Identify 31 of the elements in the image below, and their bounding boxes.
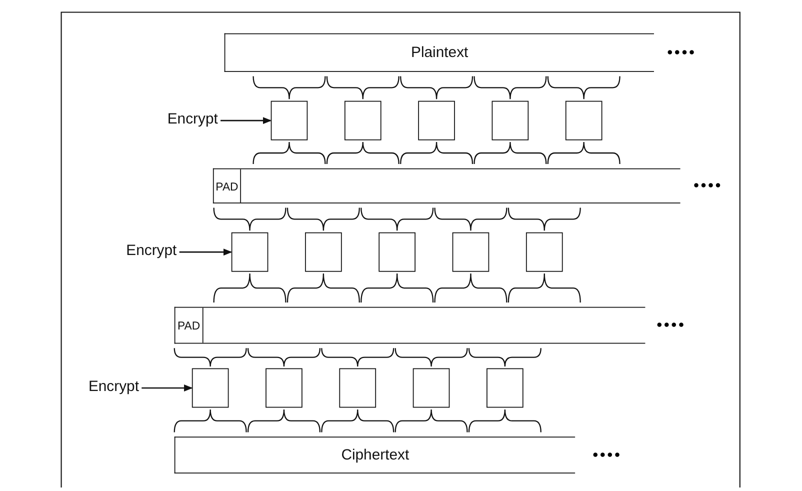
arrow (220, 117, 272, 124)
encryption-block (452, 232, 490, 272)
encryption-block (418, 100, 456, 140)
data-bar: Plaintext (224, 33, 654, 72)
encryption-block (266, 368, 303, 408)
encryption-block (271, 100, 308, 140)
continuation-dots: •••• (668, 43, 697, 62)
continuation-dots: •••• (593, 446, 622, 464)
data-bar (213, 168, 681, 204)
continuation-dots: •••• (694, 176, 723, 196)
pad-cell: PAD (214, 169, 242, 203)
encryption-block (492, 100, 529, 140)
encryption-block (340, 368, 376, 408)
encrypt-label: Encrypt (88, 378, 140, 396)
encryption-block (232, 232, 269, 272)
encrypt-label: Encrypt (168, 110, 218, 128)
encryption-block (413, 368, 450, 408)
arrow (142, 384, 194, 392)
data-bar: Ciphertext (174, 436, 576, 474)
pad-cell: PAD (176, 308, 204, 343)
encryption-block (379, 232, 416, 272)
encryption-block (344, 100, 382, 140)
continuation-dots: •••• (657, 316, 686, 334)
encryption-block (526, 232, 564, 272)
encryption-block (486, 368, 524, 408)
encrypt-label: Encrypt (126, 242, 178, 260)
encryption-block (192, 368, 230, 408)
arrow (180, 248, 233, 256)
encryption-block (566, 100, 603, 140)
data-bar (174, 306, 646, 344)
encryption-block (305, 232, 342, 272)
